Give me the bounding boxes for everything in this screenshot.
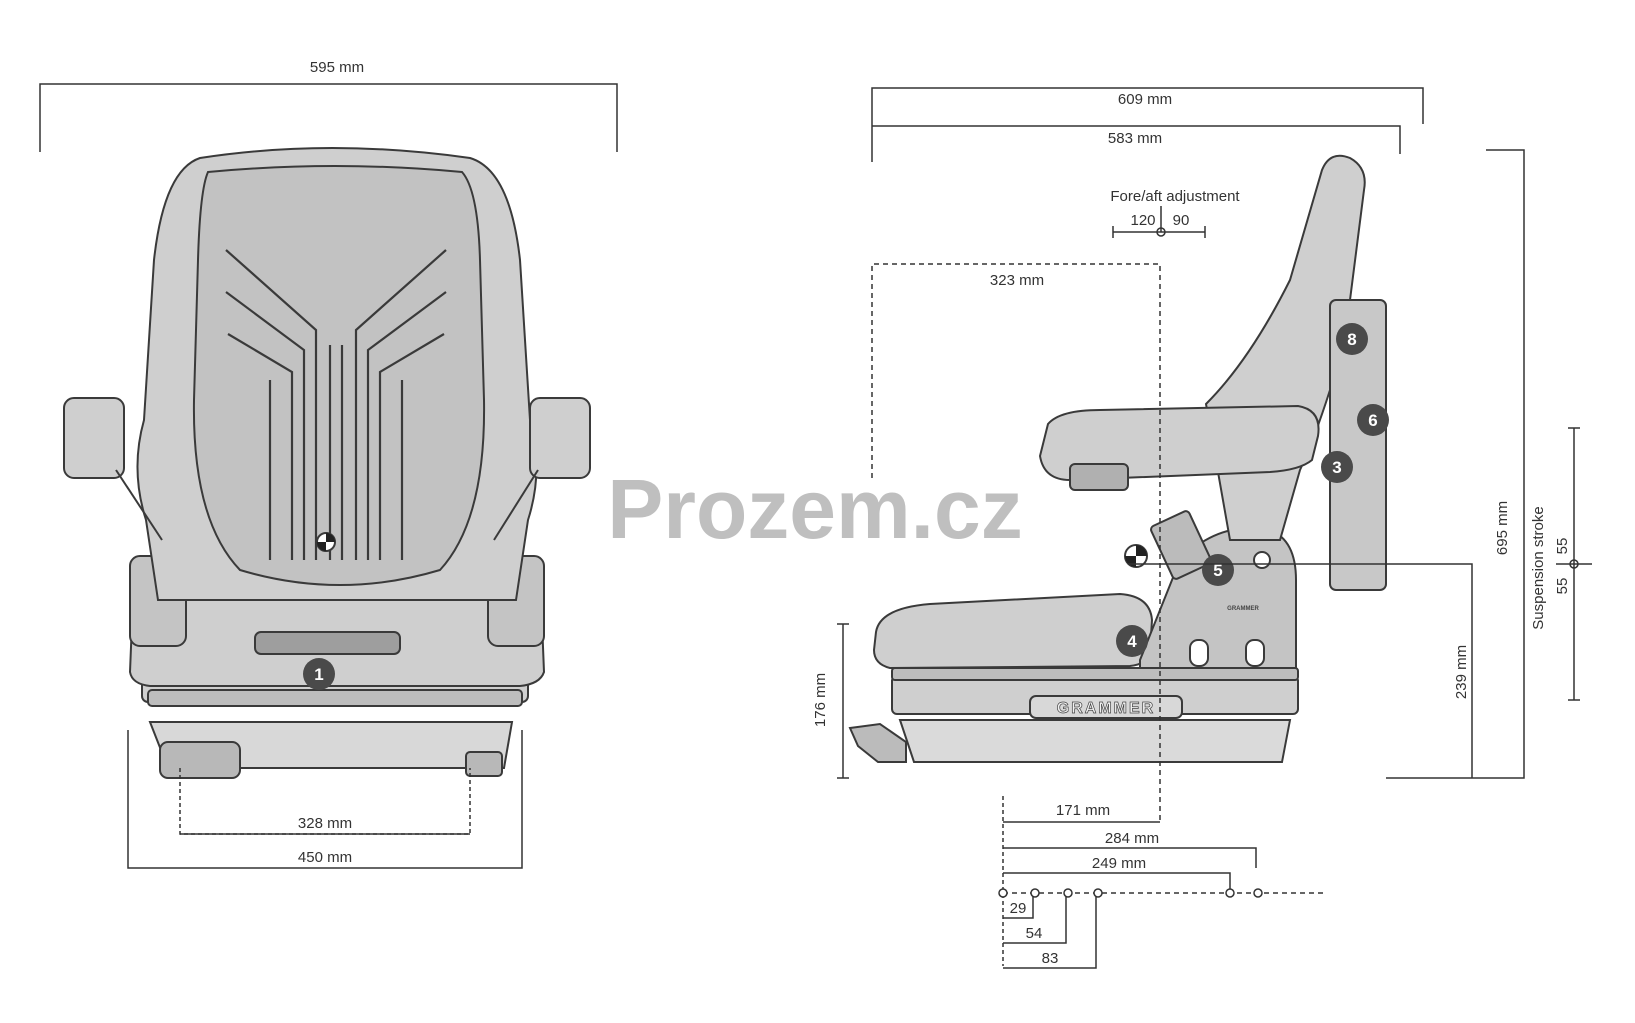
callout-4-label: 4: [1127, 632, 1137, 651]
front-lever: [254, 631, 401, 655]
dim-29-label: 29: [1010, 900, 1027, 917]
side-view: [848, 154, 1387, 763]
side-brand-small: GRAMMER: [1227, 606, 1259, 612]
dim-450-label: 450 mm: [298, 849, 352, 866]
dim-695-label: 695 mm: [1494, 501, 1511, 555]
rail-holes: [998, 888, 1263, 898]
side-armrest: [1038, 404, 1320, 482]
dim-583-label: 583 mm: [1108, 130, 1162, 147]
dim-239-label: 239 mm: [1453, 645, 1470, 699]
callout-3-label: 3: [1332, 458, 1341, 477]
front-left-armrest-support: [115, 469, 163, 541]
dim-suspension-marker: [1569, 559, 1579, 569]
side-brand-plate: [1029, 695, 1183, 719]
front-view: [63, 147, 591, 779]
callout-4: 4: [1116, 625, 1148, 657]
front-right-armrest: [529, 397, 591, 479]
side-slot-2: [1245, 639, 1265, 667]
front-left-foot: [159, 741, 241, 779]
front-backrest-pattern: [225, 249, 447, 560]
side-base-lower: [898, 719, 1292, 763]
side-back-panel: [1329, 299, 1387, 591]
dim-609-label: 609 mm: [1118, 91, 1172, 108]
dim-176-label: 176 mm: [812, 673, 829, 727]
side-brand-text: GRAMMER: [1057, 700, 1155, 717]
side-armrest-pad: [1069, 463, 1129, 491]
dim-284-line: [1003, 847, 1257, 868]
callout-8: 8: [1336, 323, 1368, 355]
dim-284-label: 284 mm: [1105, 830, 1159, 847]
dim-83-label: 83: [1042, 950, 1059, 967]
suspension-title: Suspension stroke: [1530, 506, 1547, 629]
fore-aft-forward: 120: [1130, 212, 1155, 229]
side-belt-buckle: [1150, 510, 1212, 580]
dim-171-label: 171 mm: [1056, 802, 1110, 819]
side-dimensions: [837, 87, 1592, 969]
fore-aft-back: 90: [1173, 212, 1190, 229]
dim-609-line: [871, 87, 1424, 162]
callout-1: 1: [303, 658, 335, 690]
dim-249-line: [1003, 872, 1231, 890]
side-base-top: [891, 667, 1299, 681]
watermark: Prozem.cz: [607, 462, 1023, 556]
suspension-down: 55: [1554, 578, 1571, 595]
dim-583-line: [872, 125, 1401, 154]
callout-3: 3: [1321, 451, 1353, 483]
side-bracket-hole: [1253, 551, 1271, 569]
dim-595-label: 595 mm: [310, 59, 364, 76]
dim-249-label: 249 mm: [1092, 855, 1146, 872]
callout-1-label: 1: [314, 665, 323, 684]
dim-323-label: 323 mm: [990, 272, 1044, 289]
callout-5-label: 5: [1213, 561, 1222, 580]
suspension-up: 55: [1554, 538, 1571, 555]
dim-29-line: [1003, 893, 1034, 919]
side-cog-quadrants: [1125, 545, 1147, 567]
callout-8-label: 8: [1347, 330, 1356, 349]
dim-83-line: [1003, 893, 1097, 969]
side-front-handle: [848, 722, 907, 763]
front-right-foot: [465, 751, 503, 777]
dim-450-line: [127, 730, 523, 869]
side-seat-cushion: [872, 592, 1154, 670]
front-dimensions: [39, 83, 618, 869]
dim-fore-aft-marker: [1156, 227, 1166, 237]
front-base-top: [147, 689, 523, 707]
front-cog-quadrants: [317, 533, 335, 551]
dim-695-line: [1386, 149, 1525, 779]
callout-6-label: 6: [1368, 411, 1377, 430]
dim-54-label: 54: [1026, 925, 1043, 942]
dim-595-line: [39, 83, 618, 152]
fore-aft-title: Fore/aft adjustment: [1110, 188, 1240, 205]
front-left-armrest: [63, 397, 125, 479]
front-backrest-panel: [192, 165, 486, 586]
dim-54-line: [1003, 893, 1067, 944]
callout-6: 6: [1357, 404, 1389, 436]
dim-239-line: [1128, 563, 1473, 778]
front-right-armrest-support: [493, 469, 539, 541]
callout-5: 5: [1202, 554, 1234, 586]
side-slot-1: [1189, 639, 1209, 667]
dim-328-label: 328 mm: [298, 815, 352, 832]
